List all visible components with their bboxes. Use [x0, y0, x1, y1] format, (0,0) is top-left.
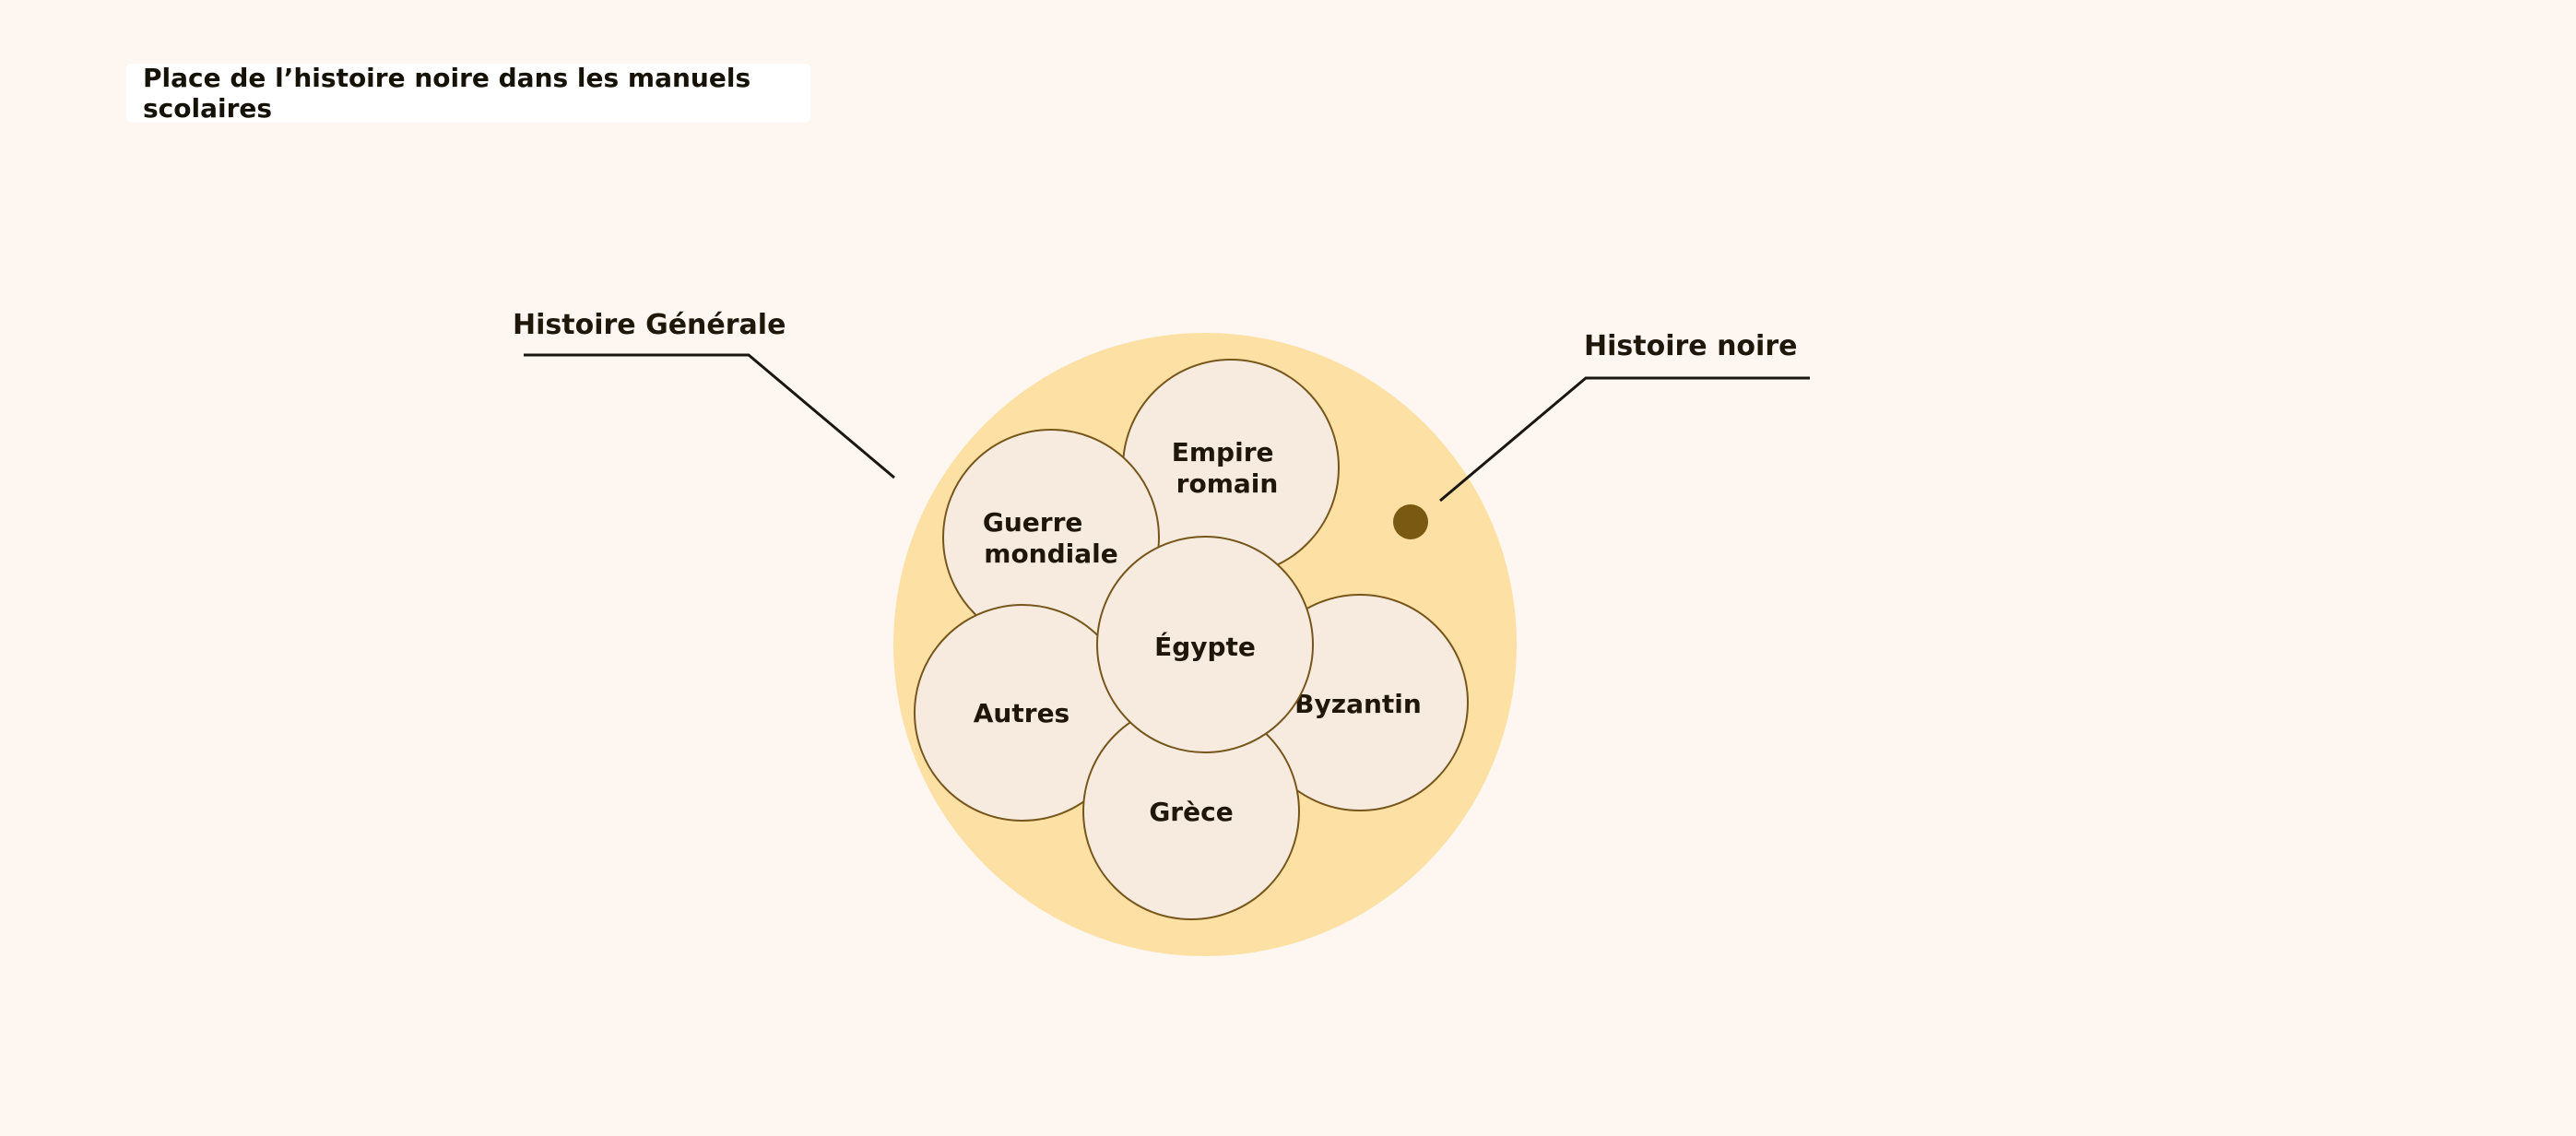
callout-histoire-noire-line — [1439, 376, 1810, 503]
diagram-title: Place de l’histoire noire dans les manue… — [126, 63, 810, 124]
svg-text:Empire romain: Empire romain — [1172, 437, 1283, 499]
circle-egypte-label: Égypte — [1154, 631, 1256, 662]
circle-autres-label: Autres — [974, 698, 1069, 728]
callout-histoire-generale-line — [524, 353, 895, 479]
svg-text:Autres: Autres — [974, 698, 1069, 728]
svg-text:Guerre mondiale: Guerre mondiale — [983, 507, 1118, 569]
circle-guerre-mondiale: Guerre mondiale — [942, 429, 1160, 646]
svg-text:Byzantin: Byzantin — [1294, 689, 1422, 719]
circle-byzantin-label: Byzantin — [1294, 689, 1422, 719]
histoire-noire-dot — [1393, 504, 1428, 539]
svg-text:Grèce: Grèce — [1149, 797, 1233, 827]
circle-guerre-mondiale-line1: Guerre — [983, 507, 1083, 538]
circle-autres: Autres — [914, 604, 1131, 822]
callout-histoire-noire-label: Histoire noire — [1584, 330, 1797, 362]
svg-text:Égypte: Égypte — [1154, 631, 1256, 662]
circle-egypte: Égypte — [1096, 536, 1314, 753]
circle-guerre-mondiale-line2: mondiale — [984, 538, 1117, 569]
circle-empire-romain-line2: romain — [1176, 468, 1279, 499]
callout-histoire-generale-label: Histoire Générale — [513, 309, 786, 341]
circle-grece-label: Grèce — [1149, 797, 1233, 827]
circle-empire-romain-line1: Empire — [1172, 437, 1274, 467]
circle-grece: Grèce — [1082, 703, 1300, 920]
